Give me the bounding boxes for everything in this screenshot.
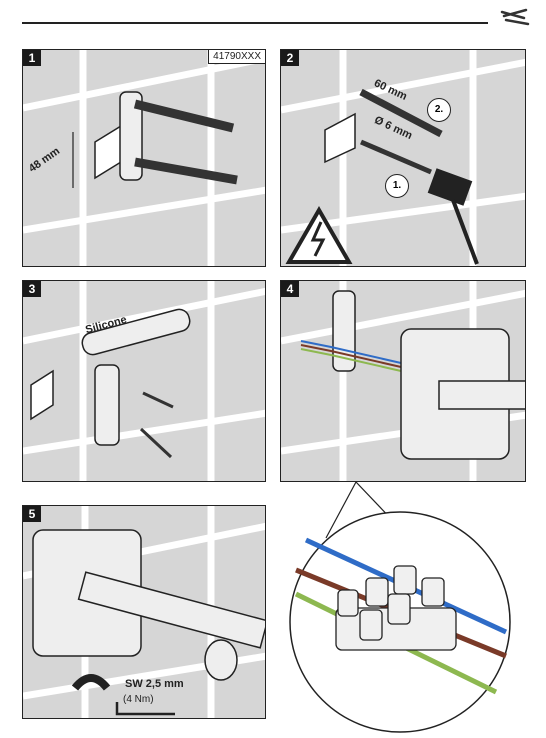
step-2-badge: 2.	[427, 98, 451, 122]
step-number: 1	[23, 50, 41, 66]
fastening-illustration	[23, 506, 265, 718]
header-rule	[22, 22, 488, 24]
electric-hazard-icon	[285, 205, 353, 264]
step-1-badge: 1.	[385, 174, 409, 198]
wrench-size: SW 2,5 mm	[125, 678, 184, 690]
assembly-illustration	[23, 281, 265, 481]
step-2-panel: 2 60 mm Ø 6 mm 2. 1.	[280, 49, 526, 267]
step-3-panel: 3 Silicone	[22, 280, 266, 482]
wiring-illustration	[281, 281, 525, 481]
step-1-panel: 1 41790XXX 48 mm	[22, 49, 266, 267]
step-number: 4	[281, 281, 299, 297]
step-4-panel: 4	[280, 280, 526, 482]
wrench-tools-icon	[500, 8, 530, 26]
step-number: 2	[281, 50, 299, 66]
product-code: 41790XXX	[208, 50, 265, 64]
torque-value: (4 Nm)	[123, 694, 154, 705]
step-5-panel: 5 SW 2,5 mm (4 Nm)	[22, 505, 266, 719]
step-number: 3	[23, 281, 41, 297]
drilling-illustration	[281, 50, 525, 266]
mounting-illustration	[23, 50, 265, 266]
step-number: 5	[23, 506, 41, 522]
connector-zoom-detail	[289, 482, 511, 733]
